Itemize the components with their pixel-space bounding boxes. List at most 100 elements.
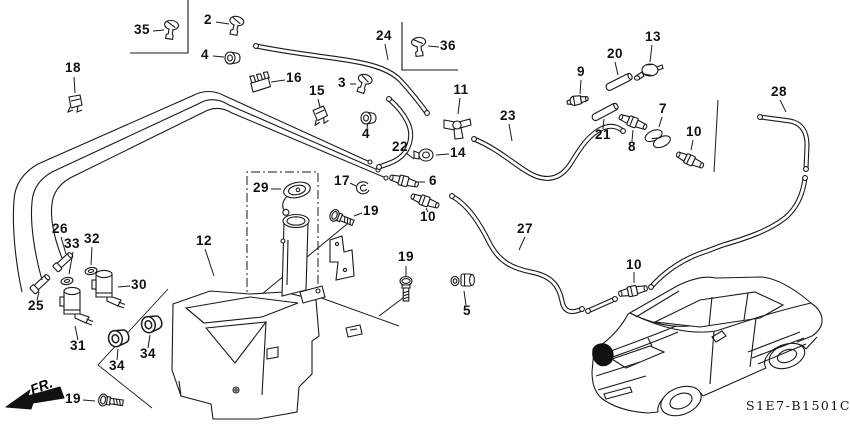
part-label-3: 3 — [337, 75, 346, 90]
part-label-16: 16 — [285, 70, 303, 85]
part-label-27: 27 — [516, 221, 534, 236]
part-2-nozzle-icon — [226, 14, 246, 37]
part-34-grommet-icon — [139, 312, 165, 336]
part-leader-34 — [147, 334, 151, 349]
part-leader-2 — [215, 21, 230, 25]
part-leader-4 — [212, 55, 225, 58]
part-leader-26 — [60, 236, 67, 255]
part-label-21: 21 — [594, 127, 612, 142]
part-6-connector-icon — [388, 171, 420, 191]
part-label-18: 18 — [64, 60, 82, 75]
part-leader-33 — [68, 251, 74, 275]
part-leader-11 — [457, 97, 461, 115]
part-label-6: 6 — [428, 173, 437, 188]
part-label-10: 10 — [685, 124, 703, 139]
part-label-35: 35 — [133, 22, 151, 37]
part-4-grommet-icon — [360, 111, 377, 125]
part-20-tube-icon — [604, 71, 634, 93]
part-leader-23 — [508, 123, 513, 142]
part-label-12: 12 — [195, 233, 213, 248]
part-label-34: 34 — [108, 358, 126, 373]
part-label-29: 29 — [252, 180, 270, 195]
part-leader-34 — [116, 348, 119, 361]
tank-clip — [345, 324, 363, 338]
section-brackets — [130, 0, 719, 327]
part-label-9: 9 — [576, 64, 585, 79]
part-leader-10 — [425, 207, 429, 213]
part-10-connector-icon — [409, 190, 441, 212]
washer-reservoir — [171, 213, 363, 420]
hose-bundle — [12, 90, 389, 293]
part-label-20: 20 — [606, 46, 624, 61]
part-leaders-layer — [36, 21, 787, 402]
part-leader-19 — [353, 212, 363, 217]
part-label-26: 26 — [51, 221, 69, 236]
part-11-tee-joint-icon — [443, 118, 472, 140]
part-label-34: 34 — [139, 346, 157, 361]
part-10-connector-icon — [674, 148, 706, 172]
part-leader-9 — [579, 79, 582, 95]
part-leader-5 — [463, 290, 467, 306]
part-19-bolt-icon — [399, 276, 413, 302]
part-leader-17 — [349, 182, 357, 187]
part-label-19: 19 — [64, 391, 82, 406]
part-label-19: 19 — [397, 249, 415, 264]
part-leader-7 — [658, 116, 663, 128]
part-label-23: 23 — [499, 108, 517, 123]
part-14-hose-clamp-icon — [413, 148, 434, 162]
part-21-tube-icon — [590, 101, 620, 123]
part-leader-4 — [366, 122, 369, 129]
part-leader-18 — [73, 76, 76, 94]
part-15-clip-icon — [311, 105, 330, 126]
diagram-code: S1E7-B1501C — [746, 398, 850, 413]
part-35-nozzle-icon — [162, 18, 180, 41]
part-13-check-valve-icon — [633, 63, 664, 81]
car-outline — [591, 276, 823, 417]
part-leader-36 — [427, 45, 440, 48]
part-leader-10 — [690, 139, 694, 151]
part-36-nozzle-icon — [410, 36, 428, 58]
part-label-31: 31 — [69, 338, 87, 353]
part-9-elbow-icon — [565, 93, 590, 108]
part-label-8: 8 — [627, 139, 636, 154]
tank-bracket — [329, 235, 355, 281]
part-label-19: 19 — [362, 203, 380, 218]
part-label-22: 22 — [391, 139, 409, 154]
part-label-36: 36 — [439, 38, 457, 53]
part-3-nozzle-icon — [353, 72, 374, 96]
part-label-17: 17 — [333, 173, 351, 188]
part-label-7: 7 — [658, 101, 667, 116]
part-label-10: 10 — [419, 209, 437, 224]
part-33-washer-icon — [59, 275, 75, 287]
part-label-2: 2 — [203, 12, 212, 27]
part-leader-24 — [384, 43, 389, 61]
part-label-5: 5 — [462, 303, 471, 318]
part-label-4: 4 — [361, 126, 370, 141]
part-19-bolt-icon — [327, 207, 356, 229]
part-19-bolt-icon — [97, 392, 125, 410]
part-label-11: 11 — [453, 82, 469, 97]
part-label-32: 32 — [83, 231, 101, 246]
part-leader-21 — [602, 118, 605, 130]
part-leader-31 — [74, 325, 79, 341]
washer-hoses — [253, 43, 810, 315]
part-label-4: 4 — [200, 47, 209, 62]
part-30-pump-icon — [91, 269, 126, 309]
part-4-grommet-icon — [224, 51, 241, 65]
part-5-plug-icon — [450, 273, 475, 287]
part-label-15: 15 — [308, 83, 326, 98]
part-7-grommet-pair-icon — [642, 124, 673, 153]
part-label-10: 10 — [625, 257, 643, 272]
part-leader-25 — [36, 291, 40, 301]
part-leader-19 — [82, 399, 96, 402]
part-label-30: 30 — [130, 277, 148, 292]
part-label-14: 14 — [449, 145, 467, 160]
part-leader-32 — [90, 246, 93, 266]
part-leader-35 — [152, 29, 165, 32]
part-leader-13 — [649, 44, 653, 63]
assembly-boundary — [97, 171, 319, 409]
part-label-25: 25 — [27, 298, 45, 313]
part-29-cap-icon — [276, 179, 316, 217]
part-16-comb-clamp-icon — [249, 71, 272, 93]
part-17-ring-icon — [355, 181, 370, 195]
